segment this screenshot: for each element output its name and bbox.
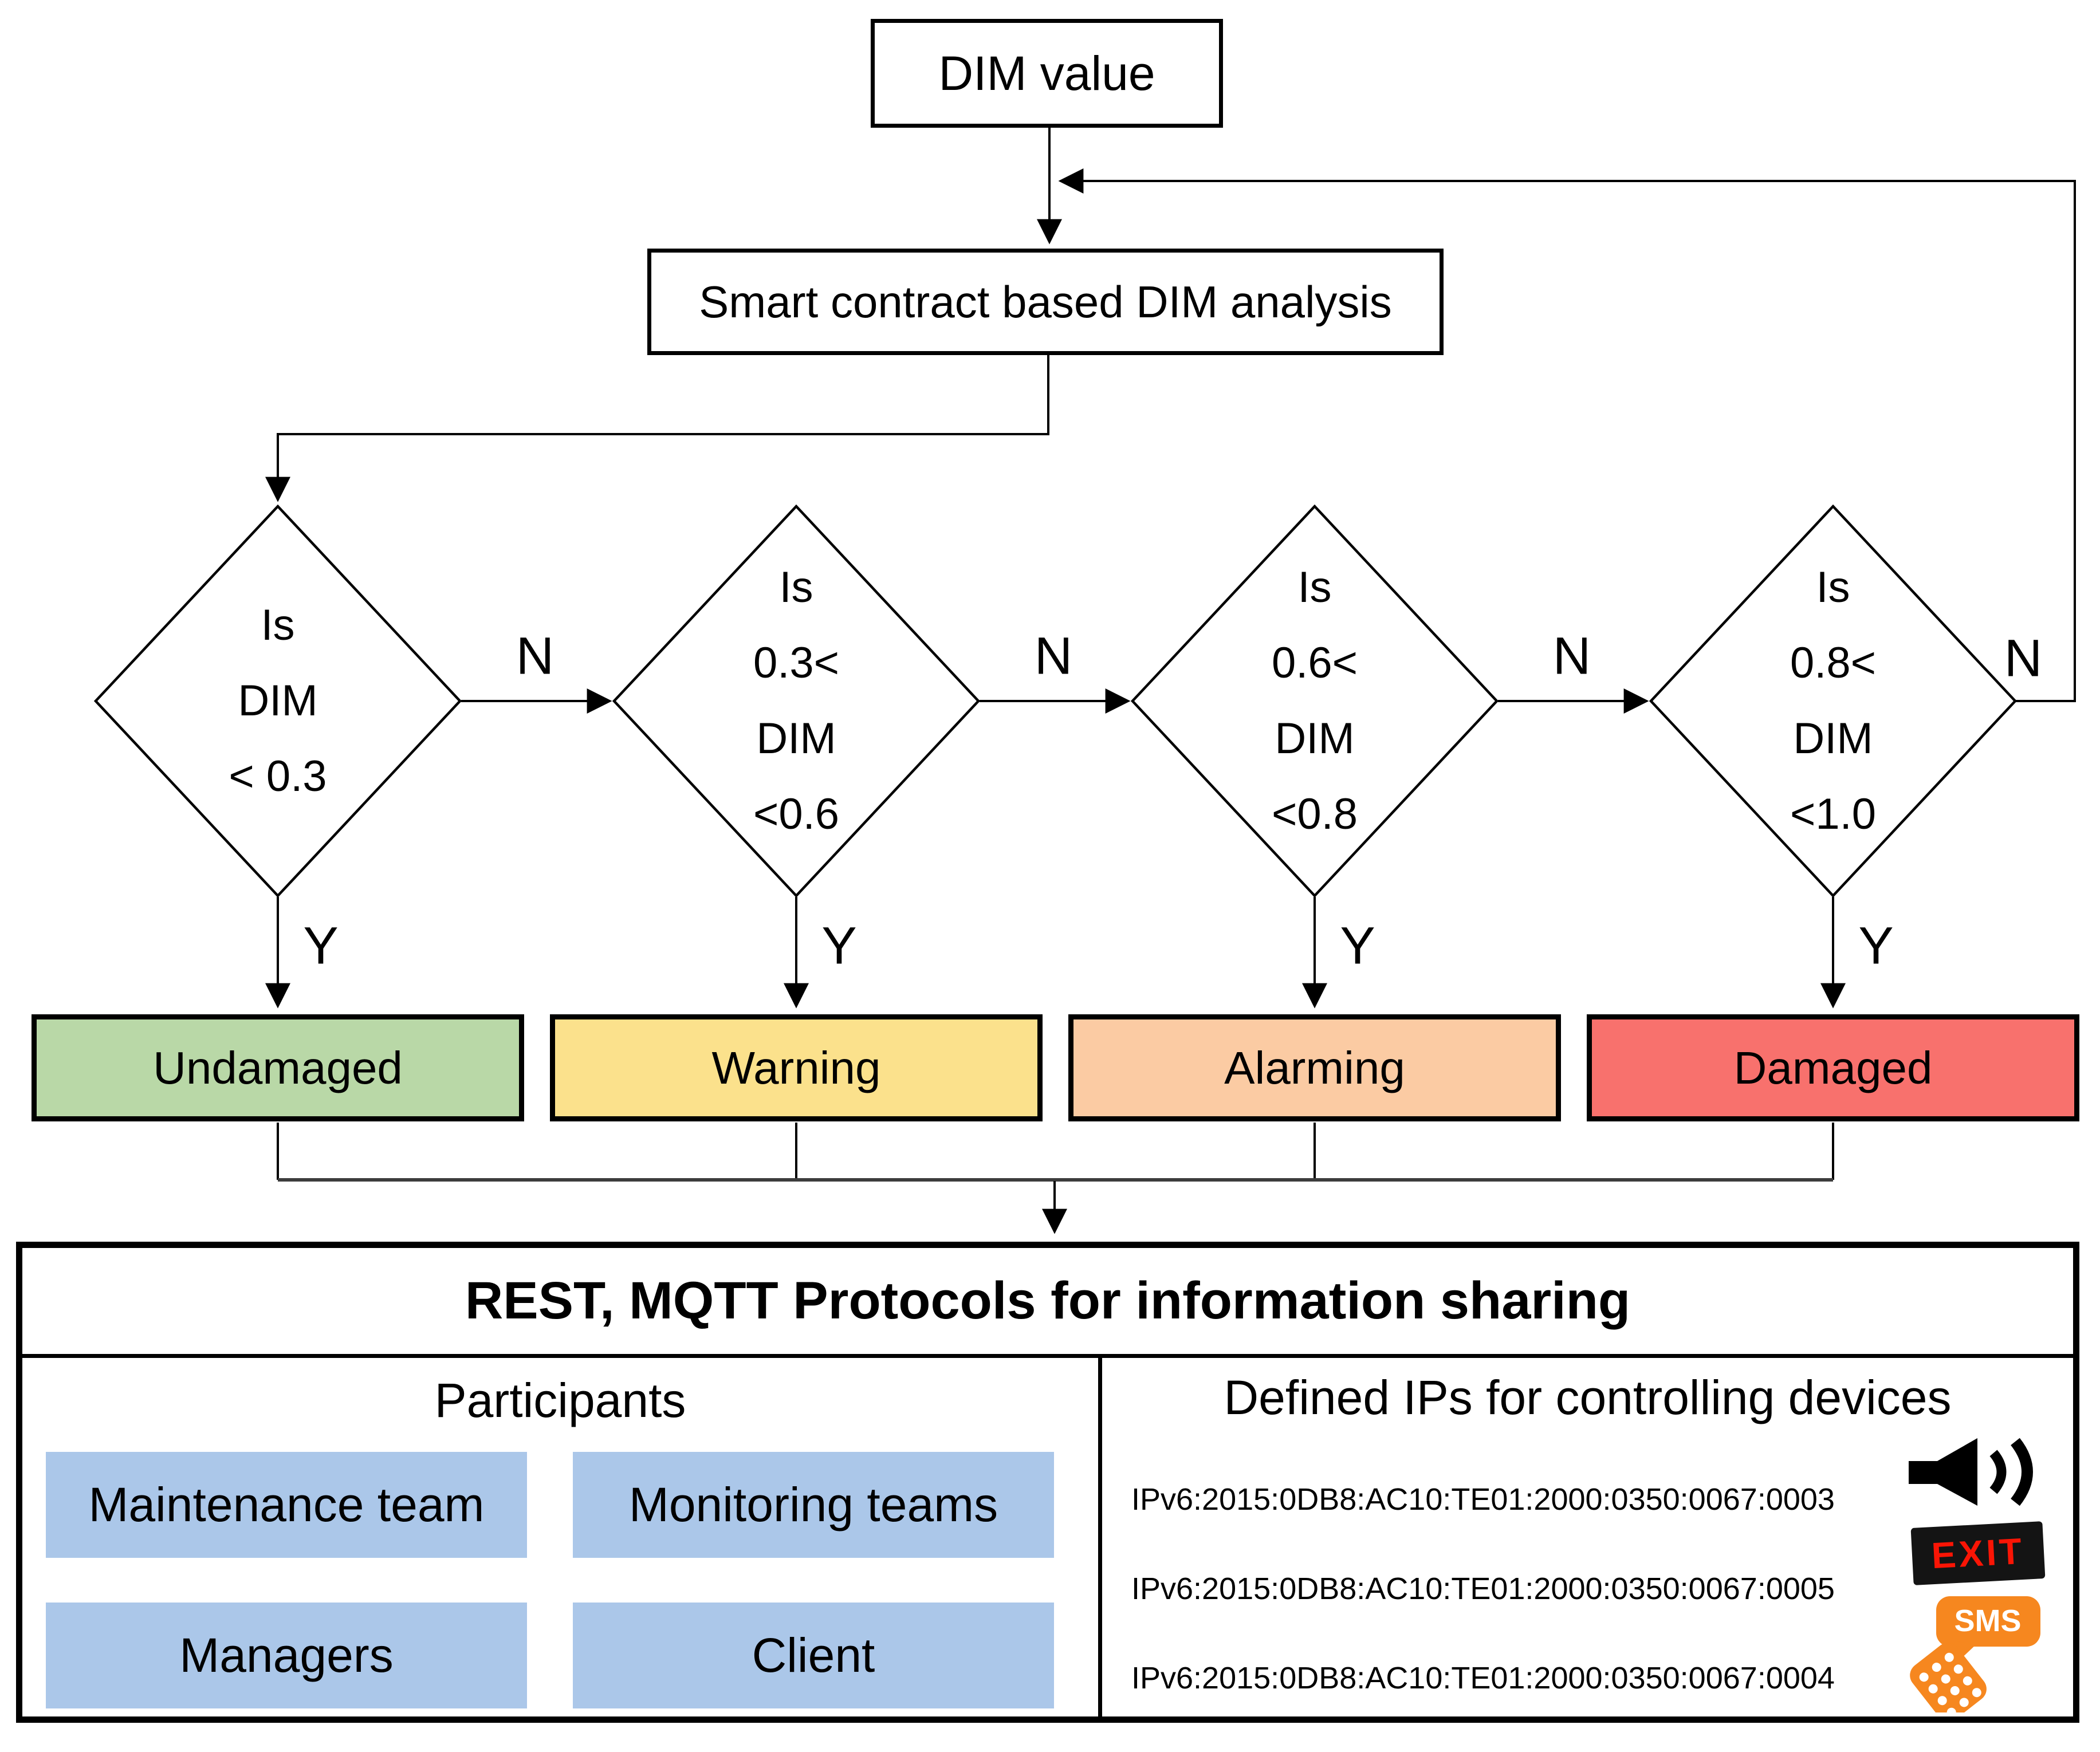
participant-box-maintenance: Maintenance team bbox=[46, 1452, 527, 1558]
panel-vertical-divider bbox=[1098, 1358, 1102, 1716]
panel-horizontal-divider bbox=[22, 1354, 2073, 1358]
no-label-3: N bbox=[1552, 627, 1591, 686]
protocols-panel-title: REST, MQTT Protocols for information sha… bbox=[465, 1271, 1631, 1330]
devices-title: Defined IPs for controlling devices bbox=[1224, 1370, 1952, 1424]
participant-box-client: Client bbox=[573, 1603, 1054, 1708]
analysis-node: Smart contract based DIM analysis bbox=[647, 249, 1444, 355]
participant-label: Managers bbox=[179, 1628, 394, 1682]
device-ip-1: IPv6:2015:0DB8:AC10:TE01:2000:0350:0067:… bbox=[1131, 1482, 1835, 1517]
analysis-node-label: Smart contract based DIM analysis bbox=[699, 276, 1392, 327]
decision-4-label: Is 0.8< DIM <1.0 bbox=[1790, 563, 1877, 838]
participant-label: Monitoring teams bbox=[628, 1478, 998, 1531]
no-label-1: N bbox=[516, 627, 555, 686]
participants-title: Participants bbox=[434, 1373, 686, 1427]
result-box-damaged: Damaged bbox=[1587, 1014, 2079, 1121]
start-node: DIM value bbox=[871, 19, 1223, 128]
arrow-analysis-to-decision1 bbox=[265, 355, 1049, 502]
participant-box-monitoring: Monitoring teams bbox=[573, 1452, 1054, 1558]
yes-label-3: Y bbox=[1340, 916, 1375, 975]
yes-label-4: Y bbox=[1858, 916, 1894, 975]
yes-label-1: Y bbox=[303, 916, 339, 975]
device-ip-3: IPv6:2015:0DB8:AC10:TE01:2000:0350:0067:… bbox=[1131, 1661, 1835, 1695]
decision-diamond-3 bbox=[1130, 504, 1499, 898]
no-label-4: N bbox=[2004, 629, 2043, 688]
result-box-alarming: Alarming bbox=[1068, 1014, 1561, 1121]
result-label-warning: Warning bbox=[711, 1042, 881, 1093]
arrow-feedback-loop bbox=[1058, 168, 2076, 702]
participant-box-managers: Managers bbox=[46, 1603, 527, 1708]
device-ip-2: IPv6:2015:0DB8:AC10:TE01:2000:0350:0067:… bbox=[1131, 1572, 1835, 1606]
result-box-warning: Warning bbox=[550, 1014, 1043, 1121]
sms-bubble-text: SMS bbox=[1954, 1604, 2021, 1638]
yes-label-2: Y bbox=[821, 916, 857, 975]
decision-diamond-1 bbox=[93, 504, 462, 898]
decision-1-label: Is DIM < 0.3 bbox=[229, 601, 327, 801]
result-label-alarming: Alarming bbox=[1224, 1042, 1405, 1093]
decision-3-label: Is 0.6< DIM <0.8 bbox=[1271, 563, 1358, 838]
result-label-damaged: Damaged bbox=[1733, 1042, 1933, 1093]
speaker-icon bbox=[1909, 1438, 2033, 1506]
participant-label: Maintenance team bbox=[88, 1478, 485, 1531]
participant-label: Client bbox=[752, 1628, 875, 1682]
exit-sign-text: EXIT bbox=[1930, 1530, 2026, 1577]
decision-2-label: Is 0.3< DIM <0.6 bbox=[753, 563, 840, 838]
result-box-undamaged: Undamaged bbox=[32, 1014, 524, 1121]
sms-phone-icon: SMS bbox=[1910, 1596, 2040, 1712]
no-label-2: N bbox=[1034, 627, 1073, 686]
start-node-label: DIM value bbox=[938, 46, 1155, 100]
decision-diamond-2 bbox=[612, 504, 981, 898]
exit-sign-icon: EXIT bbox=[1910, 1521, 2046, 1585]
decision-diamond-4 bbox=[1649, 504, 2018, 898]
result-label-undamaged: Undamaged bbox=[153, 1042, 403, 1093]
